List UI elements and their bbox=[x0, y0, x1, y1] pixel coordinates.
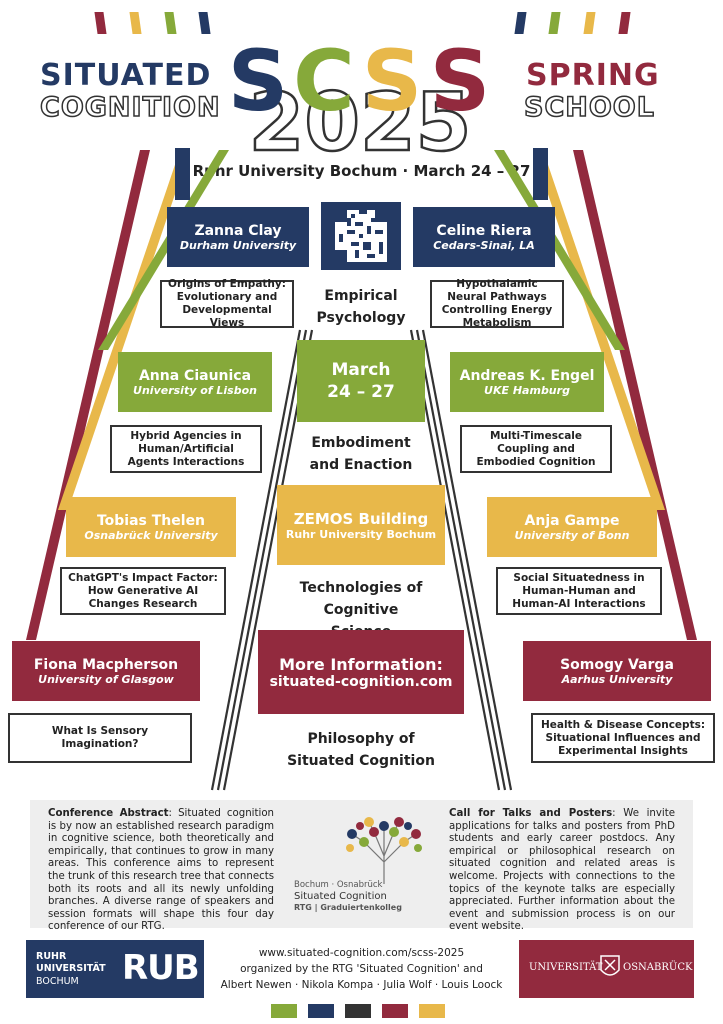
call-title: Call for Talks and Posters bbox=[449, 808, 613, 819]
speaker-card-andreas-engel: Andreas K. Engel UKE Hamburg bbox=[450, 352, 604, 412]
rtg-logo-text: Bochum · Osnabrück Situated Cognition RT… bbox=[294, 880, 414, 913]
osna-seal-icon bbox=[600, 955, 620, 976]
rub-line-1: RUHR bbox=[36, 951, 67, 962]
talk-box: Hypothalamic Neural Pathways Controlling… bbox=[430, 278, 564, 329]
osna-right: OSNABRÜCK bbox=[623, 962, 693, 973]
speaker-card-tobias-thelen: Tobias Thelen Osnabrück University bbox=[66, 497, 236, 557]
speaker-affiliation: University of Glasgow bbox=[38, 672, 174, 686]
footer-website[interactable]: www.situated-cognition.com/scss-2025 bbox=[258, 947, 465, 959]
tree-branches bbox=[26, 148, 697, 791]
date-box: March 24 – 27 bbox=[297, 340, 425, 422]
more-info-box[interactable]: More Information: situated-cognition.com bbox=[258, 630, 464, 714]
rtg-logo-line-3: RTG | Graduiertenkolleg bbox=[294, 903, 402, 912]
rtg-logo-line-2: Situated Cognition bbox=[294, 891, 387, 902]
more-info-title: More Information: bbox=[279, 654, 443, 674]
location-line: Ruhr University Bochum · March 24 – 27 bbox=[192, 162, 531, 180]
speaker-name: Zanna Clay bbox=[194, 222, 282, 239]
speaker-name: Andreas K. Engel bbox=[459, 367, 595, 384]
footer-info: www.situated-cognition.com/scss-2025 org… bbox=[210, 945, 513, 993]
speaker-affiliation: University of Bonn bbox=[514, 528, 630, 542]
talk-box: Hybrid Agencies in Human/Artificial Agen… bbox=[110, 425, 262, 473]
speaker-affiliation: Osnabrück University bbox=[84, 528, 218, 542]
title-school: SCHOOL bbox=[523, 91, 655, 124]
rub-mark: RUB bbox=[122, 948, 200, 988]
rtg-logo-line-1: Bochum · Osnabrück bbox=[294, 880, 383, 890]
rub-line-2: UNIVERSITÄT bbox=[36, 963, 106, 974]
abstract-panel bbox=[30, 800, 693, 928]
speaker-card-celine-riera: Celine Riera Cedars-Sinai, LA bbox=[413, 207, 555, 267]
title-spring: SPRING bbox=[526, 58, 660, 93]
footer-names: Albert Newen · Nikola Kompa · Julia Wolf… bbox=[220, 979, 503, 991]
speaker-name: Tobias Thelen bbox=[96, 512, 206, 529]
title-situated: SITUATED bbox=[40, 58, 212, 93]
talk-box: ChatGPT's Impact Factor: How Generative … bbox=[60, 567, 226, 615]
talk-box: What Is Sensory Imagination? bbox=[8, 713, 192, 763]
rub-line-3: BOCHUM bbox=[36, 976, 79, 987]
speaker-card-zanna-clay: Zanna Clay Durham University bbox=[167, 207, 309, 267]
osnabrueck-logo: UNIVERSITÄT OSNABRÜCK bbox=[519, 940, 694, 998]
talk-box: Multi-Timescale Coupling and Embodied Co… bbox=[460, 425, 612, 473]
rub-logo: RUHR UNIVERSITÄT BOCHUM RUB bbox=[26, 940, 204, 998]
speaker-card-fiona-macpherson: Fiona Macpherson University of Glasgow bbox=[12, 641, 200, 701]
letter-c: C bbox=[293, 32, 355, 130]
speaker-name: Fiona Macpherson bbox=[33, 656, 179, 673]
letter-s2: S bbox=[362, 32, 423, 130]
talk-box: Origins of Empathy: Evolutionary and Dev… bbox=[160, 278, 294, 329]
date-line-2: 24 – 27 bbox=[327, 382, 395, 402]
speaker-affiliation: Durham University bbox=[179, 238, 297, 252]
speaker-card-anja-gampe: Anja Gampe University of Bonn bbox=[487, 497, 657, 557]
abstract-title: Conference Abstract bbox=[48, 808, 169, 819]
conference-abstract: Conference Abstract: Situated cognition … bbox=[48, 808, 274, 934]
call-text: : We invite applications for talks and p… bbox=[449, 808, 675, 933]
letter-s3: S bbox=[430, 32, 491, 130]
call-for-talks: Call for Talks and Posters: We invite ap… bbox=[449, 808, 675, 934]
speaker-name: Anja Gampe bbox=[524, 512, 620, 529]
qr-code-icon bbox=[335, 210, 387, 262]
venue-line-1: ZEMOS Building bbox=[293, 509, 429, 528]
qr-code[interactable] bbox=[321, 202, 401, 270]
date-line-1: March bbox=[331, 360, 391, 380]
venue-line-2: Ruhr University Bochum bbox=[285, 527, 437, 541]
speaker-name: Anna Ciaunica bbox=[138, 367, 252, 384]
venue-box: ZEMOS Building Ruhr University Bochum bbox=[277, 485, 445, 565]
speaker-name: Somogy Varga bbox=[560, 656, 674, 673]
speaker-affiliation: Cedars-Sinai, LA bbox=[433, 238, 535, 252]
scss-logo: 2025 S C S S bbox=[228, 32, 491, 156]
topic-embodiment: Embodiment and Enaction bbox=[309, 435, 413, 473]
talk-box: Health & Disease Concepts: Situational I… bbox=[531, 713, 715, 763]
speaker-name: Celine Riera bbox=[436, 222, 532, 239]
speaker-card-anna-ciaunica: Anna Ciaunica University of Lisbon bbox=[118, 352, 272, 412]
letter-s1: S bbox=[228, 32, 289, 130]
topic-philosophy: Philosophy of Situated Cognition bbox=[287, 731, 435, 769]
footer-organizer: organized by the RTG 'Situated Cognition… bbox=[240, 963, 483, 975]
speaker-affiliation: University of Lisbon bbox=[133, 383, 257, 397]
rtg-tree-logo bbox=[346, 817, 422, 884]
year-2025: 2025 bbox=[249, 76, 472, 156]
more-info-url[interactable]: situated-cognition.com bbox=[269, 673, 453, 690]
abstract-text: : Situated cognition is by now an establ… bbox=[48, 808, 275, 933]
title-cognition: COGNITION bbox=[39, 91, 221, 124]
speaker-affiliation: Aarhus University bbox=[561, 672, 673, 686]
speaker-card-somogy-varga: Somogy Varga Aarhus University bbox=[523, 641, 711, 701]
osna-left: UNIVERSITÄT bbox=[529, 962, 603, 973]
topic-empirical-psychology: Empirical Psychology bbox=[316, 288, 406, 326]
speaker-affiliation: UKE Hamburg bbox=[484, 383, 570, 397]
talk-box: Social Situatedness in Human-Human and H… bbox=[496, 567, 662, 615]
